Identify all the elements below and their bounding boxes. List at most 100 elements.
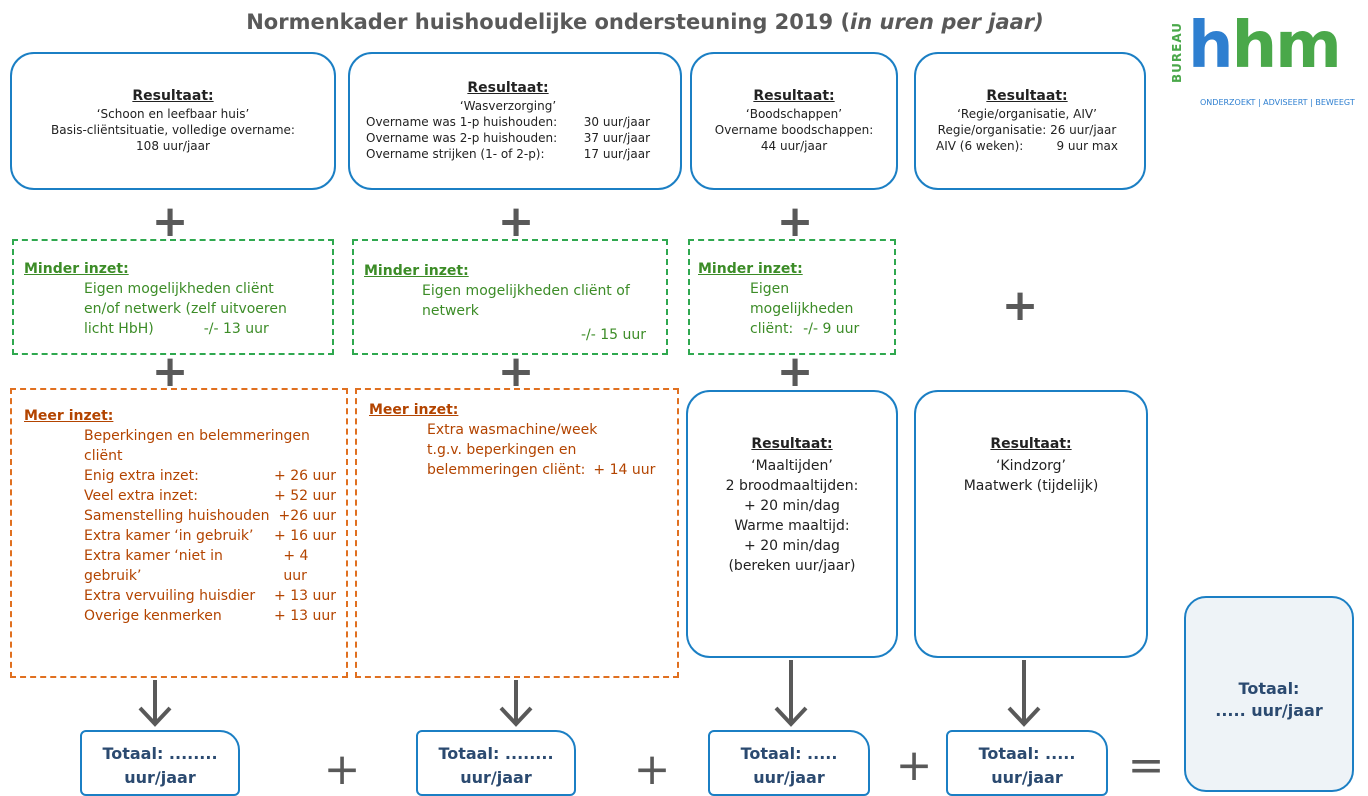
result-row-value: 37 uur/jaar <box>583 131 650 145</box>
total-box-3: Totaal: ..... uur/jaar <box>708 730 870 796</box>
minder-line: Eigen <box>750 281 790 297</box>
minder-line: mogelijkheden <box>750 301 854 317</box>
result-heading: Resultaat: <box>986 88 1068 104</box>
result-box-regie: Resultaat: ‘Regie/organisatie, AIV’ Regi… <box>914 52 1146 190</box>
result-line: ‘Maaltijden’ <box>751 458 833 474</box>
logo-letter-h: h <box>1188 9 1234 83</box>
total-label: Totaal: ..... <box>740 744 838 763</box>
total-label: Totaal: ........ <box>438 744 554 763</box>
result-line: + 20 min/dag <box>744 498 840 514</box>
logo-letters: hhm <box>1188 14 1342 78</box>
plus-sign: + <box>151 346 189 397</box>
result-line: Overname boodschappen: <box>714 123 874 137</box>
meer-heading: Meer inzet: <box>24 408 114 424</box>
result-row: Overname was 1-p huishouden:30 uur/jaar <box>366 114 650 130</box>
meer-line: Beperkingen en belemmeringen <box>84 428 310 444</box>
plus-sign: + <box>776 196 814 247</box>
total-box-1: Totaal: ........ uur/jaar <box>80 730 240 796</box>
result-line: + 20 min/dag <box>744 538 840 554</box>
total-unit: uur/jaar <box>753 768 825 787</box>
meer-row-value: + 4 uur <box>283 548 309 584</box>
meer-row-value: +26 uur <box>278 508 337 524</box>
total-label: Totaal: ........ <box>102 744 218 763</box>
meer-row-label: Veel extra inzet: <box>84 488 198 504</box>
result-line: 44 uur/jaar <box>760 139 828 153</box>
plus-sign: + <box>497 196 535 247</box>
result-row: AIV (6 weken):9 uur max <box>936 138 1118 154</box>
minder-heading: Minder inzet: <box>24 261 129 277</box>
total-box-2: Totaal: ........ uur/jaar <box>416 730 576 796</box>
minder-inzet-box-2: Minder inzet: Eigen mogelijkheden cliënt… <box>352 239 668 355</box>
minder-row: cliënt: -/- 9 uur <box>698 319 886 339</box>
plus-sign: + <box>151 196 189 247</box>
result-heading: Resultaat: <box>990 436 1072 452</box>
result-line: Basis-cliëntsituatie, volledige overname… <box>51 123 295 137</box>
grand-total-label: Totaal: <box>1238 679 1300 698</box>
meer-row-label: Samenstelling huishouden <box>84 508 270 524</box>
result-line: 2 broodmaaltijden: <box>725 478 859 494</box>
meer-row-value: + 14 uur <box>593 462 656 478</box>
minder-row: licht HbH)-/- 13 uur <box>24 319 322 339</box>
result-row: Overname was 2-p huishouden: 37 uur/jaar <box>366 130 650 146</box>
meer-row: Enig extra inzet:+ 26 uur <box>24 466 336 486</box>
result-line: 108 uur/jaar <box>136 139 210 153</box>
result-box-wasverzorging: Resultaat: ‘Wasverzorging’ Overname was … <box>348 52 682 190</box>
result-row-label: Overname was 2-p huishouden: <box>366 131 558 145</box>
arrow-down <box>1007 660 1041 727</box>
logo-side-text: BUREAU <box>1170 22 1184 83</box>
total-box-4: Totaal: ..... uur/jaar <box>946 730 1108 796</box>
meer-row-value: + 13 uur <box>274 588 336 604</box>
meer-row: Veel extra inzet: + 52 uur <box>24 486 336 506</box>
meer-row-value: + 52 uur <box>274 488 336 504</box>
result-heading: Resultaat: <box>467 80 549 96</box>
total-unit: uur/jaar <box>991 768 1063 787</box>
total-label: Totaal: ..... <box>978 744 1076 763</box>
equals-sign: = <box>1127 740 1165 791</box>
title-italic: in uren per jaar) <box>850 10 1044 34</box>
meer-row: Extra vervuiling huisdier + 13 uur <box>24 586 336 606</box>
result-row-value: 30 uur/jaar <box>583 115 650 129</box>
grand-total-box: Totaal: ..... uur/jaar <box>1184 596 1354 792</box>
minder-heading: Minder inzet: <box>364 263 469 279</box>
result-line: ‘Boodschappen’ <box>745 107 843 121</box>
plus-sign: + <box>633 744 671 795</box>
meer-row: Overige kenmerken+ 13 uur <box>24 606 336 626</box>
result-heading: Resultaat: <box>751 436 833 452</box>
plus-sign: + <box>895 740 933 791</box>
total-unit: uur/jaar <box>460 768 532 787</box>
result-box-maaltijden: Resultaat: ‘Maaltijden’ 2 broodmaaltijde… <box>686 390 898 658</box>
result-row-label: AIV (6 weken): <box>936 139 1024 153</box>
result-row: Regie/organisatie: 26 uur/jaar <box>937 123 1117 137</box>
result-line: (bereken uur/jaar) <box>728 558 856 574</box>
plus-sign: + <box>1001 280 1039 331</box>
meer-row: Extra kamer ‘in gebruik’+ 16 uur <box>24 526 336 546</box>
minder-heading: Minder inzet: <box>698 261 803 277</box>
minder-row-label: cliënt: <box>750 321 794 337</box>
result-heading: Resultaat: <box>753 88 835 104</box>
logo-tagline: ONDERZOEKT | ADVISEERT | BEWEEGT <box>1200 98 1355 107</box>
grand-total-unit: ..... uur/jaar <box>1215 701 1323 720</box>
meer-row-label: Extra vervuiling huisdier <box>84 588 256 604</box>
minder-row-label: licht HbH) <box>84 321 154 337</box>
result-box-schoon: Resultaat: ‘Schoon en leefbaar huis’ Bas… <box>10 52 336 190</box>
result-line: ‘Schoon en leefbaar huis’ <box>96 107 250 121</box>
result-line: ‘Wasverzorging’ <box>459 99 557 113</box>
minder-line: en/of netwerk (zelf uitvoeren <box>84 301 287 317</box>
meer-inzet-box-1: Meer inzet: Beperkingen en belemmeringen… <box>10 388 348 678</box>
result-line: ‘Regie/organisatie, AIV’ <box>957 107 1097 121</box>
total-unit: uur/jaar <box>124 768 196 787</box>
meer-row-label: Extra kamer ‘niet in gebruik’ <box>84 548 223 584</box>
meer-row-value: + 16 uur <box>274 528 336 544</box>
meer-inzet-box-2: Meer inzet: Extra wasmachine/week t.g.v.… <box>355 388 679 678</box>
logo-letters-hm: hm <box>1231 9 1342 83</box>
arrow-down <box>774 660 808 727</box>
result-box-boodschappen: Resultaat: ‘Boodschappen’ Overname boods… <box>690 52 898 190</box>
minder-value: -/- 15 uur <box>580 327 646 343</box>
plus-sign: + <box>497 346 535 397</box>
minder-inzet-box-1: Minder inzet: Eigen mogelijkheden cliënt… <box>12 239 334 355</box>
meer-line: Extra wasmachine/week <box>427 422 598 438</box>
result-line: Maatwerk (tijdelijk) <box>963 478 1099 494</box>
arrow-down <box>499 680 533 727</box>
result-line: ‘Kindzorg’ <box>995 458 1067 474</box>
minder-row-value: -/- 9 uur <box>803 321 860 337</box>
